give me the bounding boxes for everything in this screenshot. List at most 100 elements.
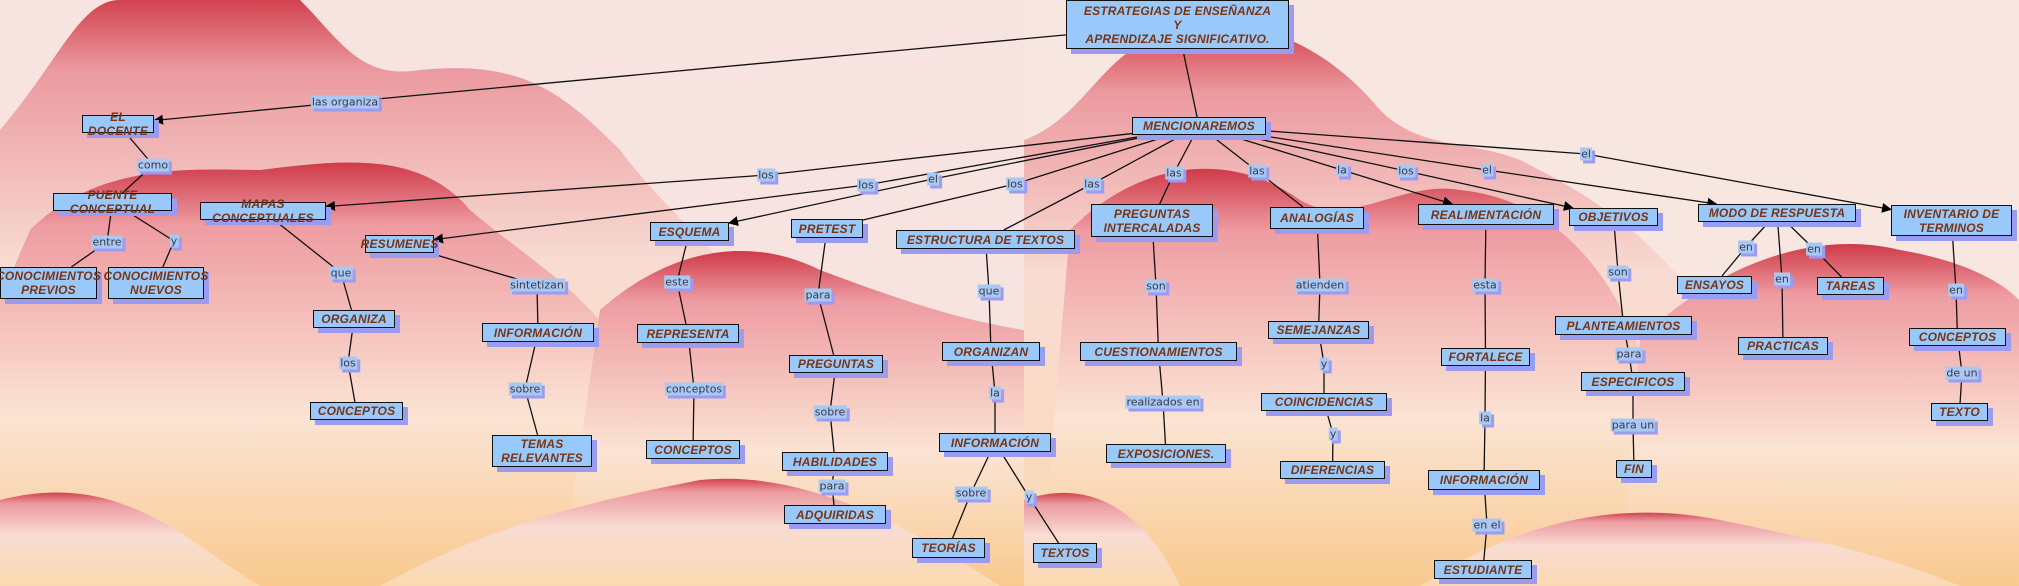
concept-node-teorias[interactable]: TEORÍAS [912,538,985,558]
concept-node-informacion2[interactable]: INFORMACIÓN [939,433,1051,452]
link-label[interactable]: los [1006,177,1024,191]
link-label[interactable]: esta [1472,278,1498,292]
link-label[interactable]: realizados en [1125,395,1201,409]
concept-node-estudiante[interactable]: ESTUDIANTE [1434,560,1532,579]
concept-node-puente[interactable]: PUENTE CONCEPTUAL [53,188,172,216]
concept-node-fin[interactable]: FIN [1616,460,1652,478]
link-label[interactable]: son [1145,279,1167,293]
link-label[interactable]: conceptos [664,382,724,396]
concept-node-conceptos2[interactable]: CONCEPTOS [646,440,740,459]
link-label[interactable]: para [818,479,846,493]
line-connector [1014,134,1171,185]
link-label[interactable]: de un [1945,366,1979,380]
concept-node-cuestion[interactable]: CUESTIONAMIENTOS [1080,342,1237,361]
concept-node-especificos[interactable]: ESPECIFICOS [1581,372,1685,391]
concept-node-conceptos1[interactable]: CONCEPTOS [310,402,403,420]
link-label[interactable]: este [664,275,690,289]
link-label[interactable]: la [989,386,1001,400]
line-connector [1777,221,1783,280]
concept-node-habilidades[interactable]: HABILIDADES [782,452,888,471]
link-label[interactable]: y [1328,427,1338,441]
concept-node-diferencias[interactable]: DIFERENCIAS [1280,461,1385,479]
concept-node-temas[interactable]: TEMAS RELEVANTES [492,435,592,467]
concept-node-esquema[interactable]: ESQUEMA [650,222,729,241]
concept-node-adquiridas[interactable]: ADQUIRIDAS [784,505,886,524]
link-label[interactable]: sintetizan [509,278,565,292]
link-label[interactable]: los [339,356,357,370]
concept-node-objetivos[interactable]: OBJETIVOS [1569,208,1658,226]
arrow-connector [1405,170,1574,211]
link-label[interactable]: para un [1610,418,1656,432]
link-label[interactable]: los [857,178,875,192]
concept-node-realim[interactable]: REALIMENTACIÓN [1418,204,1554,225]
concept-node-organiza[interactable]: ORGANIZA [313,310,395,328]
link-label[interactable]: el [1580,147,1592,161]
line-connector [1028,496,1060,544]
line-connector [951,492,972,539]
concept-node-preguntas[interactable]: PREGUNTAS INTERCALADAS [1091,204,1213,237]
concept-node-menc[interactable]: MENCIONAREMOS [1132,117,1266,135]
link-label[interactable]: y [169,234,179,248]
link-label[interactable]: las [1083,177,1101,191]
link-label[interactable]: las [1165,166,1183,180]
link-label[interactable]: en el [1472,518,1502,532]
link-label[interactable]: son [1607,265,1629,279]
concept-node-analogias[interactable]: ANALOGÍAS [1270,207,1364,229]
link-label[interactable]: y [1319,357,1329,371]
concept-node-tareas[interactable]: TAREAS [1817,277,1884,295]
link-label[interactable]: y [1024,490,1034,504]
link-label[interactable]: sobre [954,486,988,500]
concept-node-estructura[interactable]: ESTRUCTURA DE TEXTOS [896,230,1075,249]
concept-node-informacion1[interactable]: INFORMACIÓN [482,323,594,342]
link-label[interactable]: las [1248,164,1266,178]
link-label[interactable]: los [757,168,775,182]
line-connector [524,341,537,390]
link-label[interactable]: que [329,266,353,280]
line-connector [524,388,539,436]
link-label[interactable]: el [927,172,939,186]
link-label[interactable]: entre [91,235,123,249]
concept-node-preguntas2[interactable]: PREGUNTAS [789,355,883,373]
link-label[interactable]: sobre [508,382,542,396]
concept-node-representa[interactable]: REPRESENTA [637,324,739,343]
concept-node-pretest[interactable]: PRETEST [791,219,863,238]
link-label[interactable]: en [1738,240,1754,254]
concept-node-ensayos[interactable]: ENSAYOS [1677,276,1752,294]
link-label[interactable]: la [1479,411,1491,425]
concept-node-organizan[interactable]: ORGANIZAN [942,342,1040,361]
concept-node-nuevos[interactable]: CONOCIMIENTOS NUEVOS [103,267,209,299]
link-label[interactable]: en [1948,283,1964,297]
concept-node-informacion3[interactable]: INFORMACIÓN [1428,470,1540,490]
concept-node-mapas[interactable]: MAPAS CONCEPTUALES [200,197,326,225]
link-label[interactable]: para [804,288,832,302]
concept-node-textos[interactable]: TEXTOS [1033,543,1097,563]
link-label[interactable]: para [1615,347,1643,361]
link-label[interactable]: los [1397,164,1415,178]
link-label[interactable]: en [1774,272,1790,286]
line-connector [862,183,1016,221]
concept-node-texto[interactable]: TEXTO [1931,403,1988,421]
line-connector [765,132,1133,176]
link-label[interactable]: el [1481,163,1493,177]
line-connector [1265,130,1587,155]
concept-node-title[interactable]: ESTRATEGIAS DE ENSEÑANZA Y APRENDIZAJE S… [1066,0,1289,49]
concept-node-practicas[interactable]: PRACTICAS [1738,337,1828,355]
concept-node-conceptos3[interactable]: CONCEPTOS [1909,328,2006,346]
concept-node-resumenes[interactable]: RESUMENES [360,235,439,253]
concept-node-coincidencias[interactable]: COINCIDENCIAS [1261,393,1387,411]
link-label[interactable]: en [1806,242,1822,256]
concept-node-planteamientos[interactable]: PLANTEAMIENTOS [1555,316,1692,335]
concept-node-fortalece[interactable]: FORTALECE [1441,348,1530,366]
concept-node-inventario[interactable]: INVENTARIO DE TERMINOS [1891,205,2012,236]
concept-node-modo[interactable]: MODO DE RESPUESTA [1698,204,1856,222]
link-label[interactable]: la [1336,163,1348,177]
link-label[interactable]: como [136,158,170,172]
link-label[interactable]: las organiza [310,95,380,109]
concept-node-docente[interactable]: EL DOCENTE [82,110,154,138]
link-label[interactable]: que [977,284,1001,298]
concept-node-exposiciones[interactable]: EXPOSICIONES. [1106,444,1226,463]
concept-node-previos[interactable]: CONOCIMIENTOS PREVIOS [0,267,102,299]
link-label[interactable]: sobre [813,405,847,419]
link-label[interactable]: atienden [1294,278,1346,292]
concept-node-semejanzas[interactable]: SEMEJANZAS [1268,321,1369,339]
